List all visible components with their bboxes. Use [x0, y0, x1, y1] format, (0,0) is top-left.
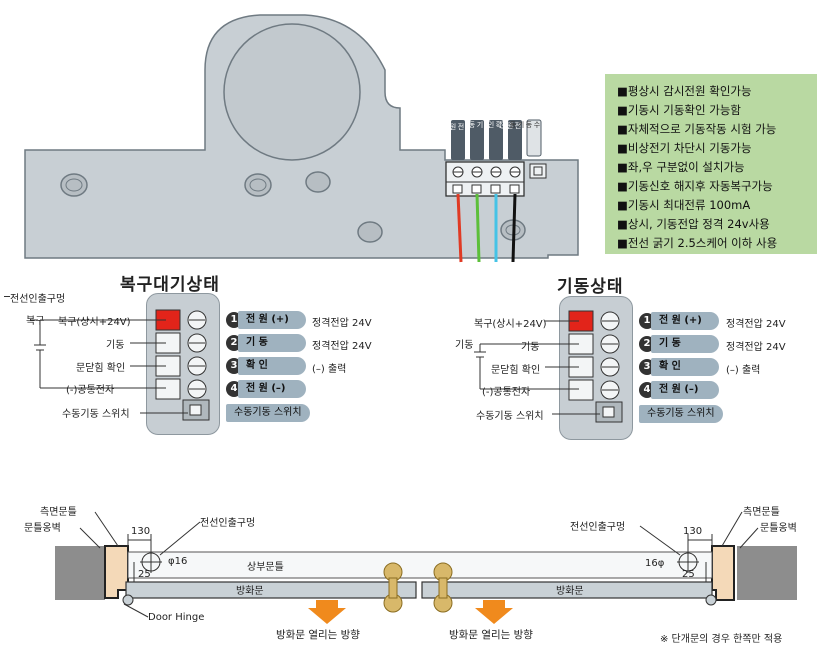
feature-item: ■기동신호 해지후 자동복구가능: [617, 179, 773, 193]
right-door-label: 방화문: [556, 586, 584, 597]
phi-right: 16φ: [645, 558, 665, 569]
side-label: 복구: [26, 316, 45, 327]
left-door: [125, 581, 417, 599]
screw-hole: [60, 173, 88, 197]
hinge-right: [705, 594, 717, 606]
feature-item: ■좌,우 구분없이 설치가능: [617, 160, 745, 174]
connector-label: 확인: [487, 121, 503, 128]
tag-label: 전 원 (+): [238, 311, 306, 329]
tag-note: (–) 출력: [312, 364, 347, 375]
screw-hole: [65, 178, 83, 192]
manual-switch-tag: 수동기동 스위치: [226, 404, 310, 422]
dim-130-left: 130: [131, 526, 151, 537]
open-direction-right: 방화문 열리는 방향: [449, 629, 533, 641]
tag-label: 전 원 (–): [651, 381, 719, 399]
connector-label: 수동기동: [509, 121, 541, 128]
door-section-diagram: [55, 511, 797, 624]
dim-25-right: 25: [682, 569, 695, 580]
feature-item: ■비상전기 차단시 기동가능: [617, 141, 752, 155]
feature-item: ■평상시 감시전원 확인가능: [617, 84, 752, 98]
right-frame-label: 측면문틀: [743, 507, 780, 518]
connector-pins: [451, 119, 542, 160]
terminal-label: 복구(상시+24V): [58, 317, 131, 328]
left-wall-label: 문틀옹벽: [24, 523, 61, 534]
wire-red: [456, 193, 463, 263]
terminal-label: 복구(상시+24V): [474, 319, 547, 330]
side-label: 기동: [455, 340, 474, 351]
wire-green: [475, 193, 481, 263]
dim-130-right: 130: [683, 526, 703, 537]
tag-note: 정격전압 24V: [726, 319, 786, 330]
terminal-label: 기동: [521, 342, 540, 353]
hinge-label: Door Hinge: [148, 612, 205, 623]
right-panel-title: 기동상태: [557, 277, 624, 297]
feature-item: ■자체적으로 기동작동 시험 가능: [617, 122, 777, 136]
left-panel-terminals: [30, 309, 210, 421]
phi-left: φ16: [168, 556, 188, 567]
screw-hole: [357, 221, 383, 243]
manual-switch-box: [529, 163, 547, 179]
left-side-frame: [104, 545, 129, 599]
tag-label: 전 원 (–): [238, 380, 306, 398]
dim-25-left: 25: [138, 569, 151, 580]
switch-label: 수동기동 스위치: [62, 409, 130, 420]
hole-leader: [4, 296, 10, 297]
feature-item: ■기동시 기동확인 가능함: [617, 103, 741, 117]
connector-label: 전원(+): [441, 121, 465, 133]
terminal-screws: [452, 166, 521, 194]
tag-note: 정격전압 24V: [312, 341, 372, 352]
left-wall-block: [55, 546, 105, 600]
open-direction-left: 방화문 열리는 방향: [276, 629, 360, 641]
tag-note: 정격전압 24V: [726, 342, 786, 353]
left-hole-label: 전선인출구멍: [200, 518, 256, 529]
top-frame-label: 상부문틀: [247, 562, 284, 573]
door-knobs: [383, 562, 453, 613]
right-door: [421, 581, 713, 599]
hinge-left: [122, 594, 134, 606]
terminal-label: 문닫힘 확인: [491, 365, 541, 376]
tag-label: 기 동: [238, 334, 306, 352]
feature-item: ■기동시 최대전류 100mA: [617, 198, 751, 212]
manual-switch-tag: 수동기동 스위치: [639, 405, 723, 423]
right-panel-terminals: [474, 310, 623, 423]
tag-label: 확 인: [238, 357, 306, 375]
open-arrow-left: [308, 600, 346, 624]
left-door-label: 방화문: [236, 586, 264, 597]
feature-item: ■상시, 기동전압 정격 24v사용: [617, 217, 770, 231]
single-door-note: ※ 단개문의 경우 한쪽만 적용: [660, 634, 783, 645]
screw-hole: [249, 178, 267, 192]
terminal-label: (-)공통전자: [482, 387, 531, 398]
connector-label: 전원(-): [498, 121, 522, 129]
tag-label: 확 인: [651, 358, 719, 376]
right-hole-label: 전선인출구멍: [570, 522, 626, 533]
device-dial: [223, 23, 361, 161]
left-panel-title: 복구대기상태: [120, 275, 220, 295]
hole-label: 전선인출구멍: [10, 294, 66, 305]
device-top-view: [24, 14, 579, 263]
top-frame: [127, 551, 713, 579]
open-arrow-right: [475, 600, 513, 624]
tag-label: 기 동: [651, 335, 719, 353]
connector-label: 기동: [468, 121, 484, 128]
switch-label: 수동기동 스위치: [476, 411, 544, 422]
screw-hole: [305, 171, 331, 193]
terminal-label: 기동: [106, 340, 125, 351]
terminal-label: 문닫힘 확인: [76, 363, 126, 374]
right-wall-label: 문틀옹벽: [760, 523, 797, 534]
terminal-label: (-)공통전자: [66, 385, 115, 396]
screw-hole: [244, 173, 272, 197]
right-wall-block: [737, 546, 797, 600]
left-frame-label: 측면문틀: [40, 507, 77, 518]
wire-black: [511, 193, 517, 263]
tag-note: (–) 출력: [726, 365, 761, 376]
right-side-frame: [711, 545, 735, 601]
feature-item: ■전선 굵기 2.5스케어 이하 사용: [617, 236, 778, 250]
tag-note: 정격전압 24V: [312, 318, 372, 329]
tag-label: 전 원 (+): [651, 312, 719, 330]
feature-list: ■평상시 감시전원 확인가능 ■기동시 기동확인 가능함 ■자체적으로 기동작동…: [605, 74, 817, 254]
